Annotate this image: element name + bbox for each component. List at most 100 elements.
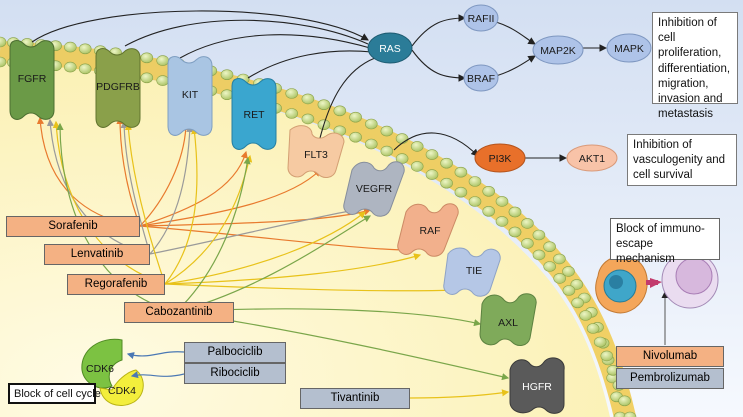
membrane-bead	[425, 149, 439, 160]
receptor-pdgfrb: PDGFRB	[95, 48, 141, 128]
membrane-bead	[618, 395, 631, 407]
membrane-bead	[285, 108, 299, 119]
membrane-bead	[410, 161, 424, 172]
membrane-bead	[410, 141, 424, 152]
membrane-bead	[220, 69, 234, 80]
membrane-bead	[440, 177, 453, 189]
hgfr-label: HGFR	[522, 381, 552, 393]
membrane-bead	[508, 226, 522, 238]
membrane-bead	[579, 310, 592, 321]
drug-palbociclib: Palbociclib	[184, 342, 286, 363]
membrane-bead	[301, 113, 315, 125]
receptor-axl: AXL	[479, 293, 537, 346]
vegfr-label: VEGFR	[356, 183, 393, 195]
note-vasculogenity-text: Inhibition of vasculogenity and cell sur…	[633, 139, 726, 182]
membrane-bead	[78, 43, 92, 55]
membrane-bead	[543, 261, 557, 272]
receptor-vegfr: VEGFR	[343, 161, 405, 217]
membrane-bead	[0, 56, 7, 68]
membrane-bead	[156, 75, 169, 86]
membrane-bead	[571, 297, 584, 309]
drug-lenvatinib: Lenvatinib	[44, 244, 150, 265]
node-ras: RAS	[367, 32, 413, 64]
kit-label: KIT	[182, 89, 199, 101]
membrane-bead	[64, 41, 77, 53]
node-pi3k: PI3K	[474, 143, 526, 173]
membrane-bead	[380, 125, 394, 137]
membrane-bead	[78, 63, 92, 75]
membrane-bead	[521, 238, 534, 249]
mapk-label: MAPK	[614, 43, 644, 55]
receptor-kit: KIT	[167, 56, 213, 136]
note-cell-cycle: Block of cell cycle	[8, 383, 101, 404]
membrane-bead	[495, 196, 509, 207]
receptor-ret: RET	[231, 78, 277, 150]
tie-label: TIE	[466, 265, 482, 277]
drug-tivantinib: Tivantinib	[300, 388, 410, 409]
membrane-bead	[333, 105, 347, 117]
membrane-bead	[593, 336, 607, 348]
membrane-bead	[586, 323, 600, 334]
membrane-bead	[468, 176, 482, 187]
flt3-label: FLT3	[304, 149, 328, 161]
cdk-complex: CDK6 CDK4	[81, 338, 185, 406]
mapk-arrows	[393, 14, 608, 162]
membrane-bead	[220, 89, 234, 100]
membrane-bead	[495, 216, 509, 227]
node-map2k: MAP2K	[532, 35, 584, 65]
raf-label: RAF	[420, 225, 441, 237]
membrane-bead	[532, 249, 546, 261]
membrane-bead	[364, 118, 378, 130]
fgfr-label: FGFR	[18, 73, 47, 85]
membrane-bead	[64, 61, 77, 73]
membrane-bead	[623, 411, 637, 417]
drug-pembrolizumab: Pembrolizumab	[616, 368, 724, 389]
pdgfrb-label: PDGFRB	[96, 81, 140, 93]
membrane-bead	[317, 99, 331, 110]
membrane-bead	[440, 157, 453, 169]
membrane-bead	[349, 111, 362, 123]
membrane-bead	[156, 55, 169, 66]
membrane-bead	[553, 273, 567, 284]
membrane-bead	[468, 196, 482, 207]
ras-label: RAS	[379, 43, 401, 55]
membrane-bead	[395, 133, 409, 144]
membrane-bead	[562, 266, 575, 277]
membrane-bead	[285, 88, 299, 99]
membrane-bead	[140, 72, 154, 84]
cdk6-label: CDK6	[86, 363, 114, 375]
note-immuno-text: Block of immuno-escape mechanism	[616, 223, 705, 266]
node-akt1: AKT1	[566, 144, 618, 172]
ras-connectors	[31, 10, 376, 139]
ret-label: RET	[244, 109, 266, 121]
note-proliferation: Inhibition of cell proliferation, differ…	[652, 12, 738, 120]
membrane-bead	[553, 253, 566, 265]
braf-label: BRAF	[467, 73, 495, 85]
membrane-bead	[562, 285, 576, 296]
membrane-bead	[140, 52, 154, 64]
akt1-label: AKT1	[579, 153, 605, 165]
membrane-bead	[570, 279, 584, 290]
immune-cells-illustration	[595, 251, 719, 314]
membrane-bead	[0, 36, 7, 48]
membrane-bead	[482, 206, 496, 217]
drug-ribociclib: Ribociclib	[184, 363, 286, 384]
receptor-tie: TIE	[443, 247, 501, 297]
membrane-bead	[425, 169, 439, 180]
node-rafii: RAFII	[463, 4, 499, 32]
membrane-bead	[508, 206, 522, 218]
note-immuno-escape: Block of immuno-escape mechanism	[610, 218, 720, 265]
map2k-label: MAP2K	[540, 45, 576, 57]
receptor-flt3: FLT3	[287, 125, 345, 178]
membrane-bead	[532, 229, 546, 241]
membrane-bead	[521, 218, 534, 229]
membrane-bead	[454, 186, 468, 198]
node-braf: BRAF	[463, 64, 499, 92]
membrane-bead	[613, 411, 627, 417]
rafii-label: RAFII	[468, 13, 495, 25]
membrane-bead	[482, 186, 496, 197]
node-mapk: MAPK	[606, 33, 652, 63]
cdk4-label: CDK4	[108, 385, 136, 397]
axl-label: AXL	[498, 317, 518, 329]
